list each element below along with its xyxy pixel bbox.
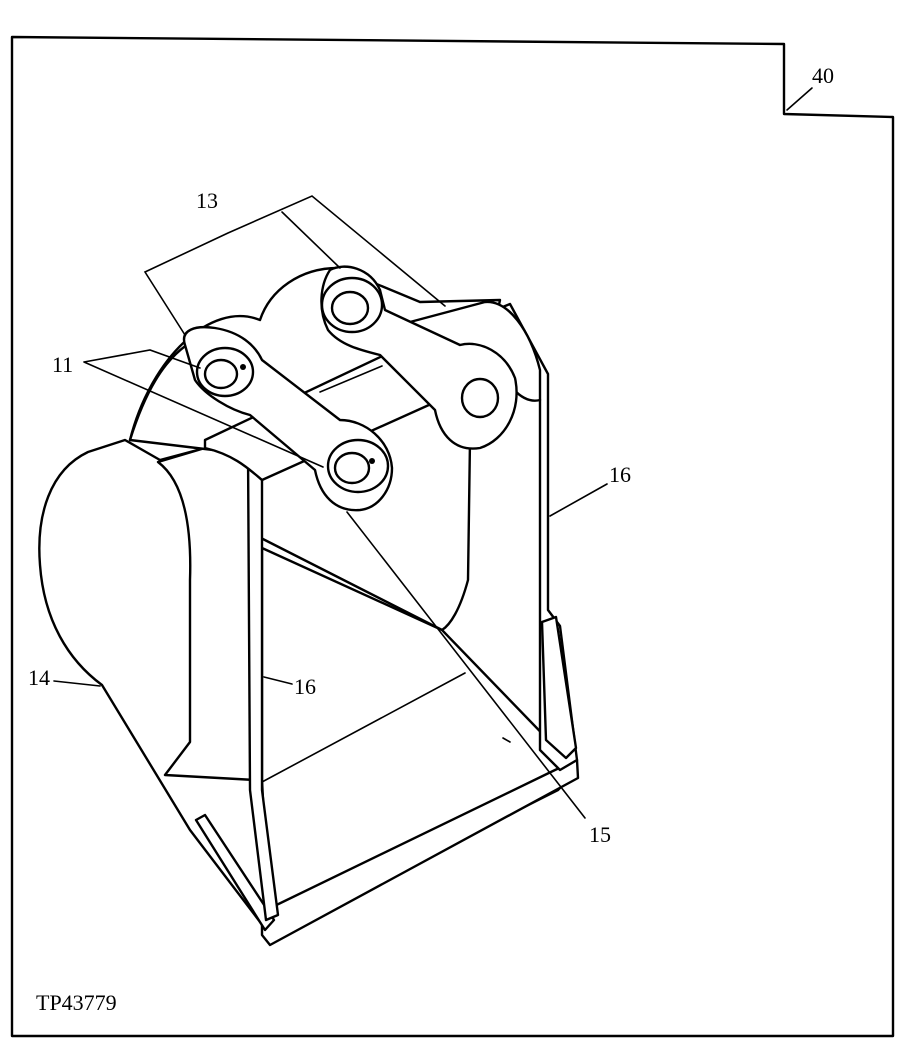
bushing-grease-hole <box>240 364 246 370</box>
callout-40: 40 <box>812 63 834 88</box>
callout-16-right: 16 <box>609 462 631 487</box>
left-plate-inner-face <box>156 446 257 782</box>
callout-11: 11 <box>52 352 73 377</box>
bushing-lower-bore <box>333 451 371 485</box>
bucket <box>38 265 580 947</box>
cutting-edge <box>260 758 580 947</box>
bushing-upper-bore <box>330 290 370 326</box>
bushing-upper-left-bore <box>203 358 239 390</box>
leader-15 <box>346 511 586 819</box>
leader-40 <box>786 87 813 111</box>
leader-13 <box>143 195 446 336</box>
callout-14: 14 <box>28 665 50 690</box>
callout-15: 15 <box>589 822 611 847</box>
callout-13: 13 <box>196 188 218 213</box>
leader-16-right <box>549 483 608 517</box>
cross-tube-highlight <box>319 365 383 393</box>
bushing-lower-grease-hole <box>369 458 375 464</box>
floor-seam <box>261 672 466 783</box>
frame-border <box>10 35 895 1038</box>
left-wear-strip <box>194 813 276 932</box>
leader-16-left <box>263 676 293 685</box>
figure-id: TP43779 <box>36 990 117 1015</box>
leader-lines <box>53 87 813 819</box>
right-link-eye <box>460 377 500 419</box>
right-wear-strip <box>540 615 578 760</box>
leader-14 <box>53 680 101 687</box>
callout-16-left: 16 <box>294 674 316 699</box>
leader-11 <box>83 349 324 468</box>
